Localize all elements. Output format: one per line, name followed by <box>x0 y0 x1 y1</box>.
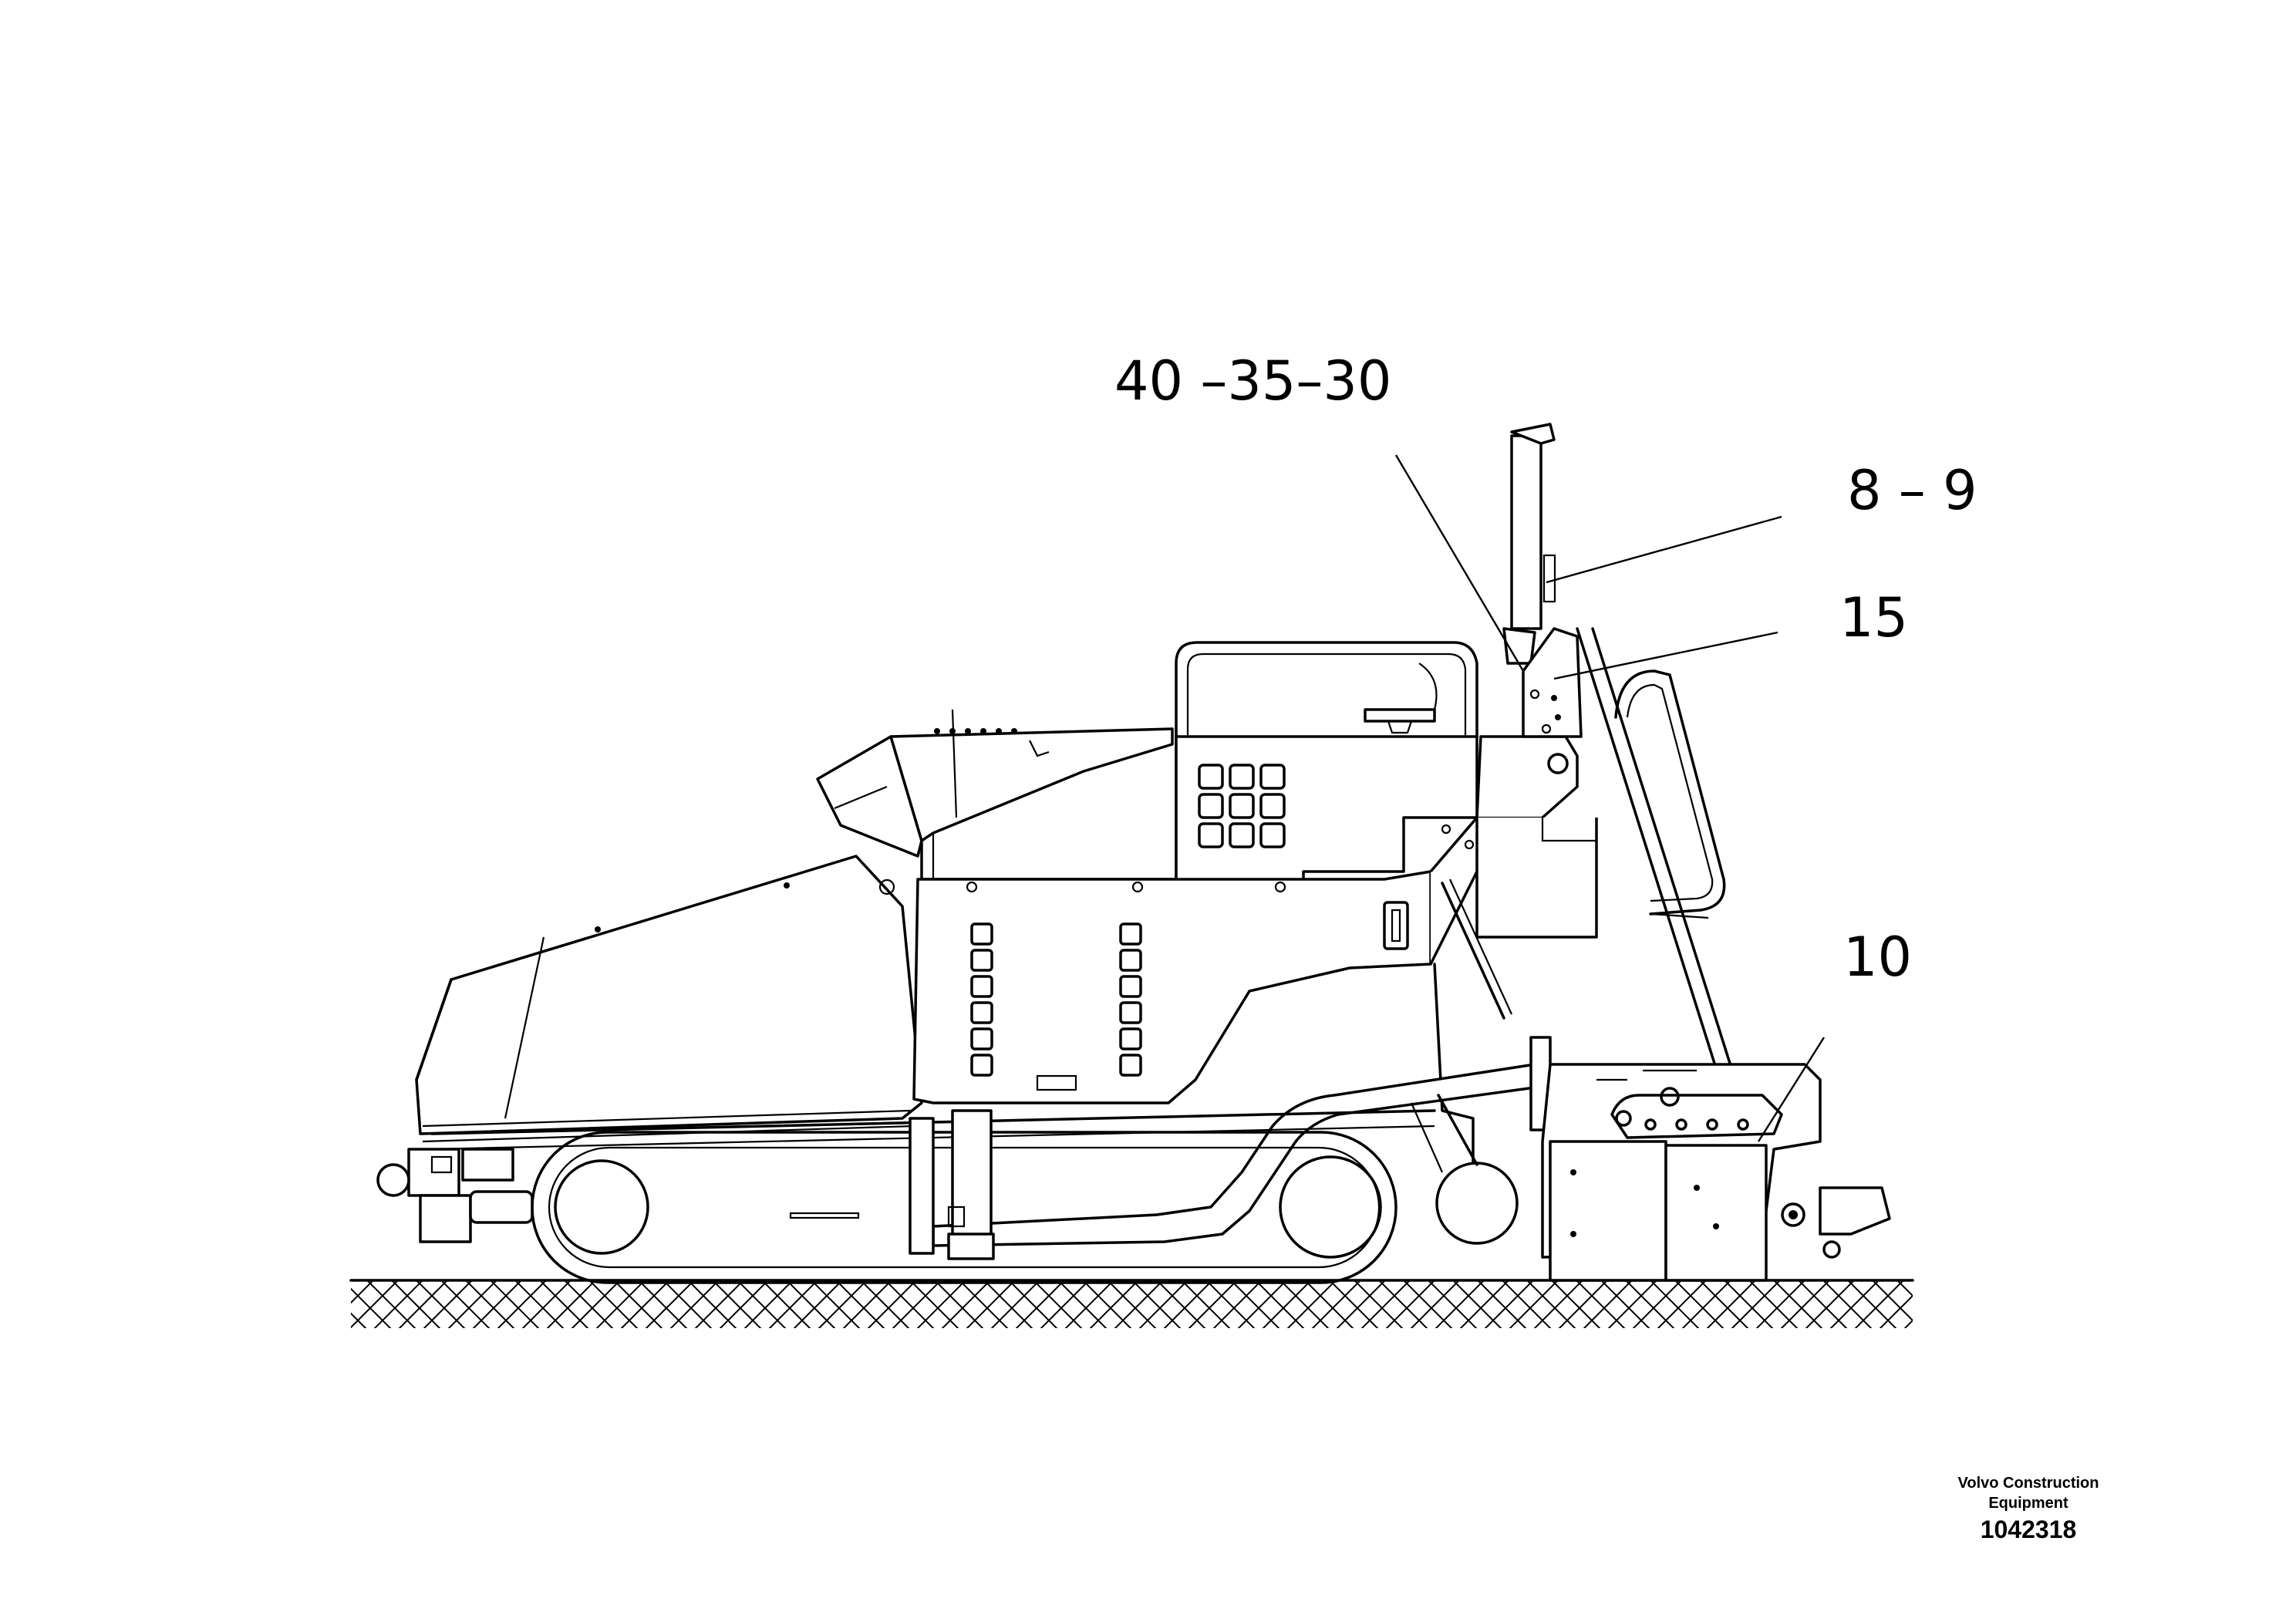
beacon-post <box>1502 423 1556 665</box>
ground <box>349 1279 1914 1328</box>
guard-rail <box>1175 641 1478 738</box>
footer-company: Volvo Construction Equipment <box>1897 1473 2159 1513</box>
leader-lines <box>1394 454 1826 1142</box>
callout-8-9: 8 – 9 <box>1847 459 1977 522</box>
leader-8-9 <box>1546 515 1782 584</box>
callout-10: 10 <box>1843 926 1912 989</box>
operator-seat <box>1364 663 1438 734</box>
hydraulic-strut <box>1441 627 1756 1143</box>
company-line-2: Equipment <box>1988 1495 2068 1512</box>
rear-structure <box>1433 818 1598 1236</box>
frame-slots-right <box>1119 922 1142 1077</box>
drawing-number: 1042318 <box>1980 1516 2077 1543</box>
hopper <box>415 855 923 1143</box>
control-console <box>1175 735 1478 889</box>
steering-bracket <box>1522 627 1583 738</box>
callout-40-35-30: 40 –35–30 <box>1114 349 1391 413</box>
front-bumper <box>376 1148 534 1243</box>
callout-15: 15 <box>1839 586 1908 649</box>
screed-assembly <box>1541 1063 1891 1282</box>
track-rails <box>430 1109 1436 1260</box>
frame-slots-left <box>970 922 993 1077</box>
side-frame <box>912 870 1432 1104</box>
leader-40-35-30 <box>1394 454 1525 672</box>
leader-10 <box>1757 1037 1826 1142</box>
rear-handrail <box>1614 669 1726 919</box>
engine-cover <box>889 709 1178 881</box>
console-button-grid <box>1198 764 1286 848</box>
company-line-1: Volvo Construction <box>1957 1475 2099 1492</box>
roller-drum <box>1410 1094 1519 1245</box>
leader-15 <box>1553 631 1778 680</box>
hopper-wing <box>816 735 923 858</box>
